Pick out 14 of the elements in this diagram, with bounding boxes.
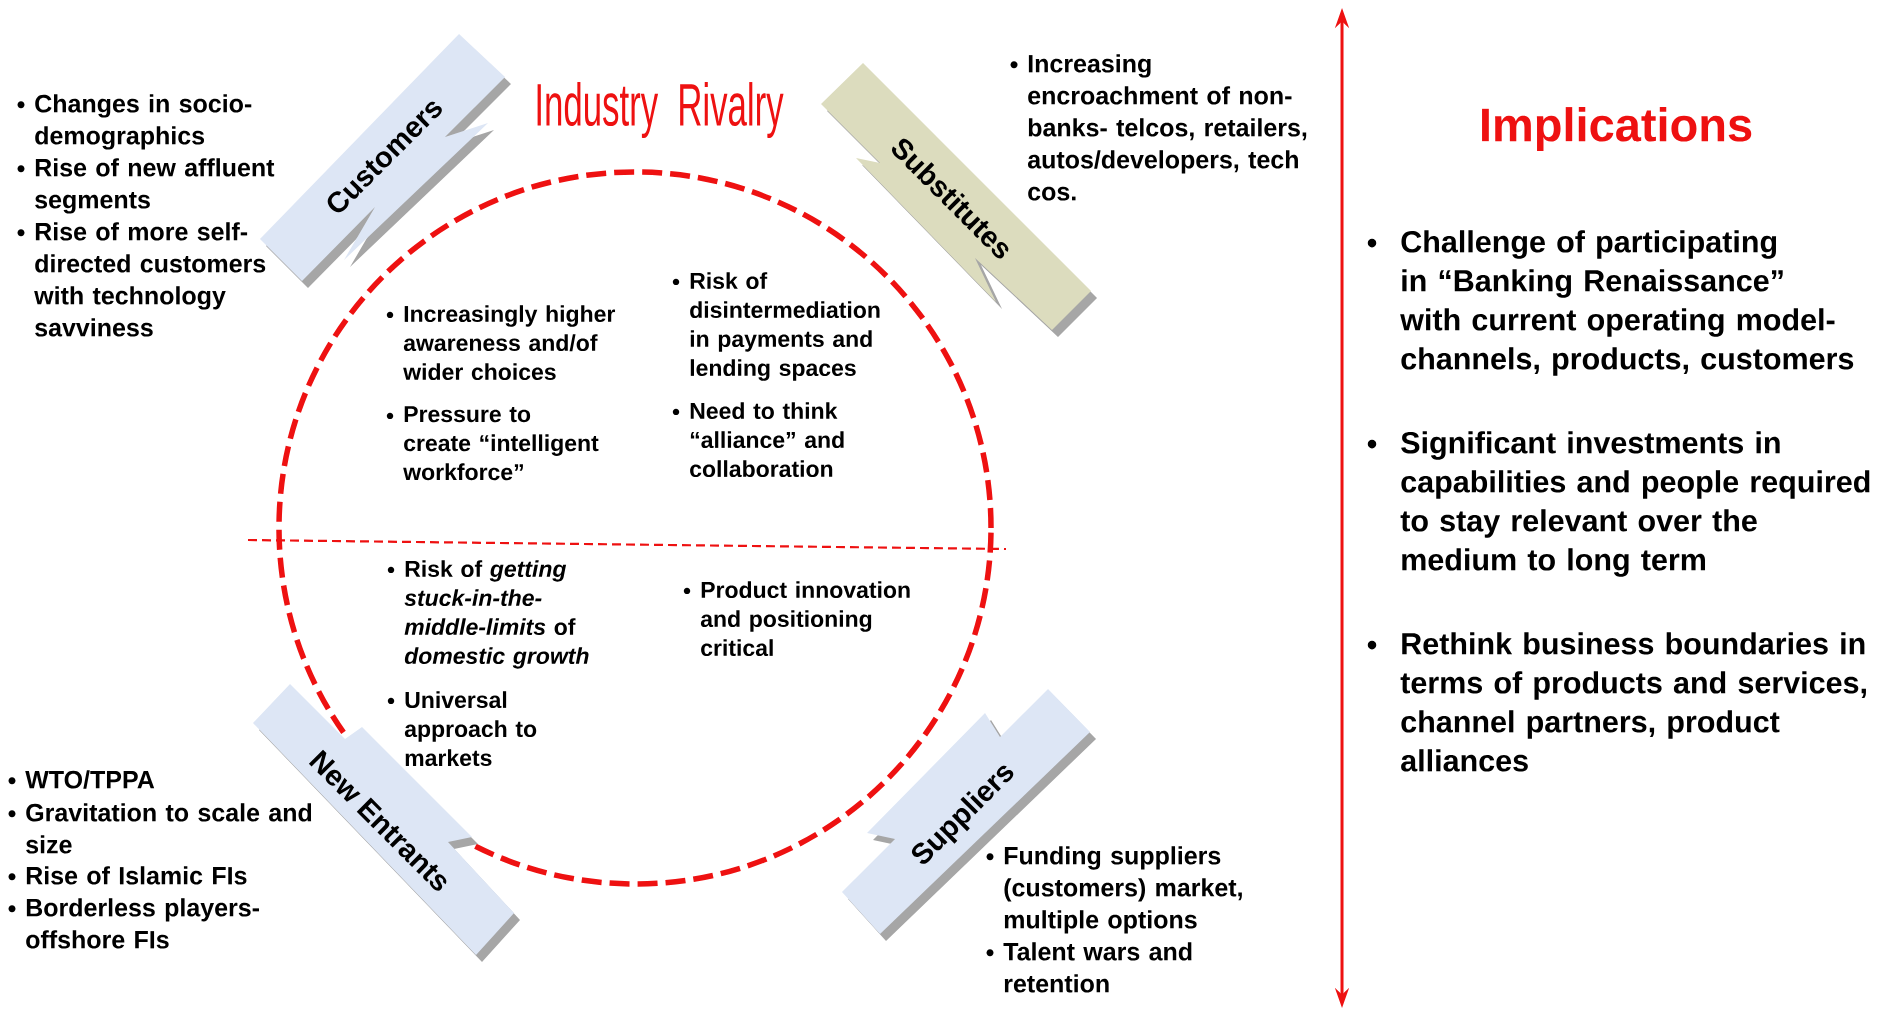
bullet-item: Rethink business boundaries in terms of products and services, channel partners, product alliances xyxy=(1367,632,1866,772)
bullet-item: Challenge of participating in “Banking Renaissance” with current operating model-channels, products, customers xyxy=(1367,230,1854,376)
bullet-item: Product innovation and positioning critical xyxy=(683,581,910,657)
bullet-item: Risk of getting stuck-in-the-middle-limits of domestic growth xyxy=(387,560,589,669)
bullet-item: Rise of Islamic FIs xyxy=(8,866,247,885)
heading: Industry Rivalry xyxy=(537,82,784,138)
heading: Implications xyxy=(1482,107,1752,151)
bullet-item: Need to think “alliance” and collaboration xyxy=(672,402,844,478)
bullet-item: Significant investments in capabilities and people required to stay relevant over the medium to long term xyxy=(1367,431,1870,577)
bullet-item: Talent wars and retention xyxy=(986,942,1192,993)
bullet-item: Pressure to create “intelligent workforce” xyxy=(386,406,599,481)
bullet-item: Increasingly higher awareness and/of wider choices xyxy=(386,305,616,381)
bullet-item: WTO/TPPA xyxy=(8,770,155,789)
bullet-item: Changes in socio-demographics xyxy=(17,94,252,150)
